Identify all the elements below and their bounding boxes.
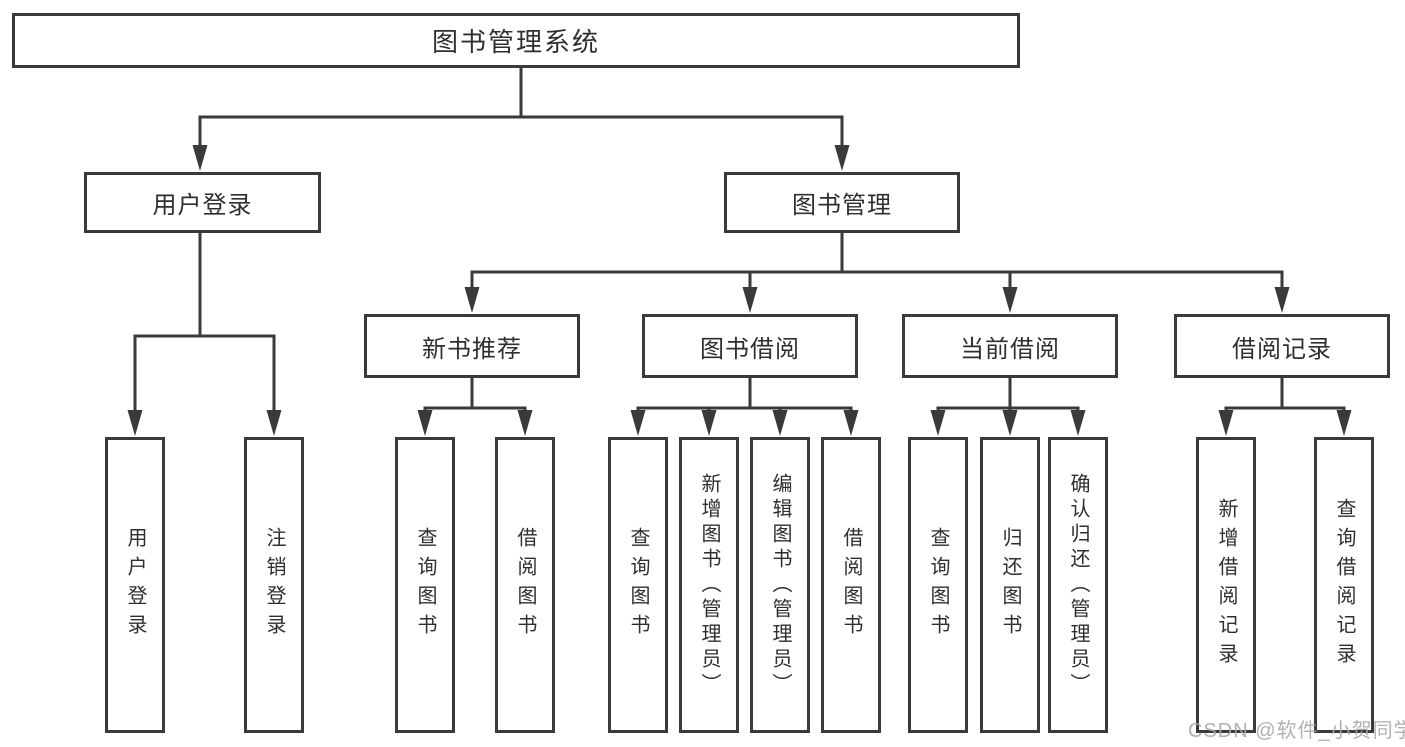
leaf-label: 借阅图书 [514, 527, 536, 643]
leaf-label: 查询图书 [927, 527, 949, 643]
node-label: 用户登录 [152, 192, 253, 219]
leaf-query-books-borrow: 查询图书 [608, 437, 668, 733]
leaf-label: 查询图书 [414, 527, 436, 643]
leaf-label: 注销登录 [263, 527, 285, 643]
leaf-label: 新增图书（管理员） [698, 472, 720, 698]
connector-user-login-branch [127, 232, 282, 436]
leaf-query-books-recommend: 查询图书 [395, 437, 455, 733]
connector-current-borrow-branch [930, 377, 1086, 436]
node-book-borrow: 图书借阅 [642, 314, 858, 378]
connector-root-to-level2 [192, 67, 850, 171]
leaf-query-books-current: 查询图书 [908, 437, 968, 733]
node-library-management-system: 图书管理系统 [12, 13, 1020, 68]
leaf-edit-books-admin: 编辑图书（管理员） [750, 437, 810, 733]
leaf-add-borrow-record: 新增借阅记录 [1196, 437, 1256, 733]
node-label: 图书管理 [792, 192, 892, 219]
node-book-management: 图书管理 [724, 172, 960, 233]
node-user-login: 用户登录 [84, 172, 321, 233]
leaf-borrow-books: 借阅图书 [821, 437, 881, 733]
leaf-borrow-books-recommend: 借阅图书 [495, 437, 555, 733]
leaf-label: 查询借阅记录 [1333, 498, 1355, 672]
node-label: 新书推荐 [422, 335, 522, 363]
leaf-label: 查询图书 [627, 527, 649, 643]
node-borrow-records: 借阅记录 [1174, 314, 1390, 378]
leaf-user-login: 用户登录 [105, 437, 165, 733]
connector-book-borrow-branch [630, 377, 859, 436]
leaf-add-books-admin: 新增图书（管理员） [679, 437, 739, 733]
node-current-borrow: 当前借阅 [902, 314, 1118, 378]
connector-book-management-branch [464, 232, 1290, 313]
leaf-label: 新增借阅记录 [1215, 498, 1237, 672]
node-new-book-recommend: 新书推荐 [364, 314, 580, 378]
leaf-label: 借阅图书 [840, 527, 862, 643]
node-label: 当前借阅 [960, 335, 1060, 363]
leaf-label: 用户登录 [124, 527, 146, 643]
leaf-label: 编辑图书（管理员） [769, 472, 791, 698]
csdn-watermark: CSDN @软件_小贺同学 [1188, 720, 1405, 742]
node-label: 图书管理系统 [431, 27, 600, 57]
leaf-label: 归还图书 [999, 527, 1021, 643]
leaf-logout: 注销登录 [244, 437, 304, 733]
leaf-label: 确认归还（管理员） [1067, 472, 1089, 698]
leaf-return-books: 归还图书 [980, 437, 1040, 733]
connector-new-book-branch [417, 377, 533, 436]
node-label: 借阅记录 [1232, 335, 1332, 363]
leaf-confirm-return-admin: 确认归还（管理员） [1048, 437, 1108, 733]
connector-borrow-records-branch [1218, 377, 1352, 436]
node-label: 图书借阅 [700, 335, 800, 363]
leaf-query-borrow-record: 查询借阅记录 [1314, 437, 1374, 733]
